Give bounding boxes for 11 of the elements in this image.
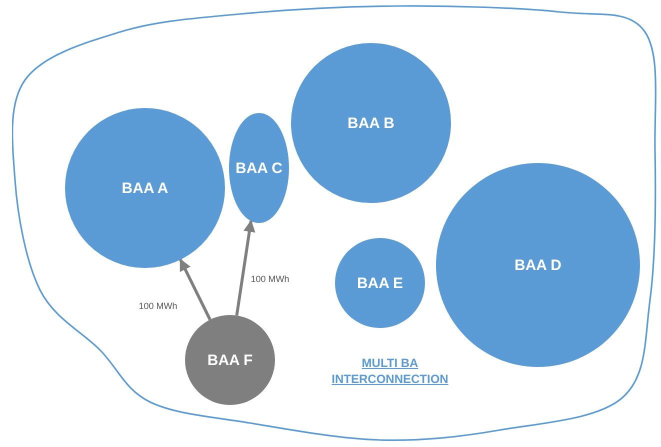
region-circle: BAA A <box>65 108 225 268</box>
region-circle: BAA D <box>436 163 640 367</box>
region-circle: BAA F <box>185 315 275 405</box>
edge-label: 100 MWh <box>138 300 178 311</box>
region-circle: BAA B <box>291 43 451 203</box>
edge-label: 100 MWh <box>250 274 290 284</box>
region-outline <box>12 4 657 443</box>
region-circle: BAA E <box>335 238 425 328</box>
arrow <box>235 220 256 316</box>
region-circle: BAA C <box>229 113 289 223</box>
arrow <box>179 258 212 320</box>
